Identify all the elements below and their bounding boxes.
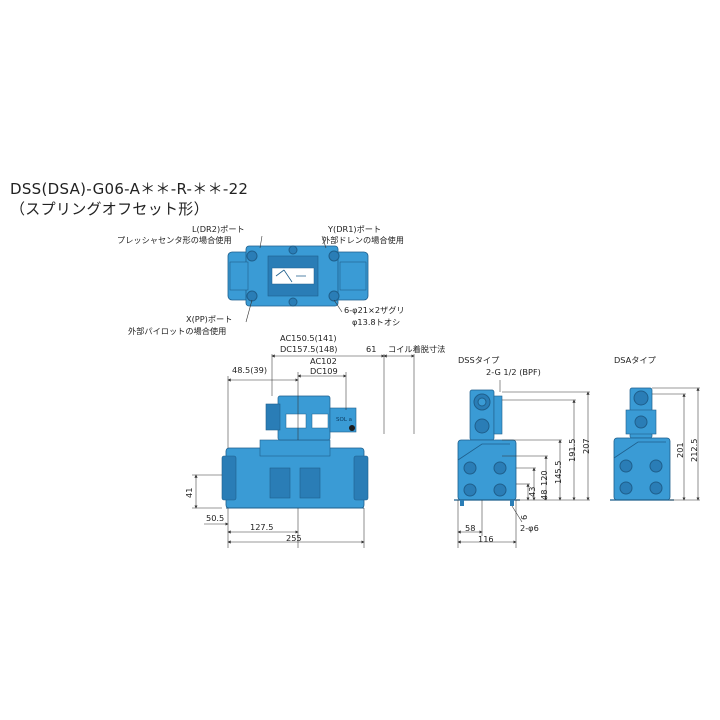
dss-side-view <box>454 389 520 506</box>
dim-dc157: DC157.5(148) <box>280 344 338 354</box>
dim-116: 116 <box>478 534 494 544</box>
top-view-valve <box>227 245 369 307</box>
dsa-side-view <box>610 387 674 501</box>
dim-207: 207 <box>581 438 591 454</box>
port-l-note: プレッシャセンタ形の場合使用 <box>117 235 232 245</box>
dim-ac102: AC102 <box>310 356 337 366</box>
dim-50: 50.5 <box>206 513 225 523</box>
dim-127: 127.5 <box>250 522 274 532</box>
port-x-note: 外部パイロットの場合使用 <box>128 326 227 336</box>
dim-61: 61 <box>366 344 377 354</box>
hole-through-label: φ13.8トオシ <box>352 317 401 327</box>
port-y-note: 外部ドレンの場合使用 <box>322 235 404 245</box>
dim-201: 201 <box>675 442 685 458</box>
dss-port: 2-G 1/2 (BPF) <box>486 367 541 377</box>
dim-ac150: AC150.5(141) <box>280 333 337 343</box>
dim-43: 43 <box>527 486 537 497</box>
hole-spec-label: 6-φ21×2ザグリ <box>344 305 405 315</box>
dim-41: 41 <box>184 487 194 498</box>
dim-58: 58 <box>465 523 476 533</box>
dim-191: 191.5 <box>567 438 577 462</box>
drawing-subtitle: （スプリングオフセット形） <box>10 200 209 218</box>
dim-145: 145.5 <box>553 460 563 484</box>
dim-212: 212.5 <box>689 438 699 462</box>
dim-120: 120 <box>539 470 549 486</box>
front-view-valve <box>221 395 369 509</box>
dim-48: 48.5(39) <box>232 365 268 375</box>
port-y-label: Y(DR1)ポート <box>328 224 382 234</box>
port-l-label: L(DR2)ポート <box>192 224 245 234</box>
sol-label: SOL a <box>336 417 353 423</box>
dim-6: 6 <box>519 514 529 520</box>
dsa-title: DSAタイプ <box>614 355 656 365</box>
drawing-title: DSS(DSA)-G06-A＊＊-R-＊＊-22 <box>10 180 249 198</box>
dim-48-side: 48 <box>539 489 549 500</box>
dss-title: DSSタイプ <box>458 355 500 365</box>
dim-dc109: DC109 <box>310 366 338 376</box>
coil-note: コイル着脱寸法 <box>388 344 446 354</box>
port-x-label: X(PP)ポート <box>186 314 233 324</box>
dim-255: 255 <box>286 533 302 543</box>
dim-phi6: 2-φ6 <box>520 523 539 533</box>
